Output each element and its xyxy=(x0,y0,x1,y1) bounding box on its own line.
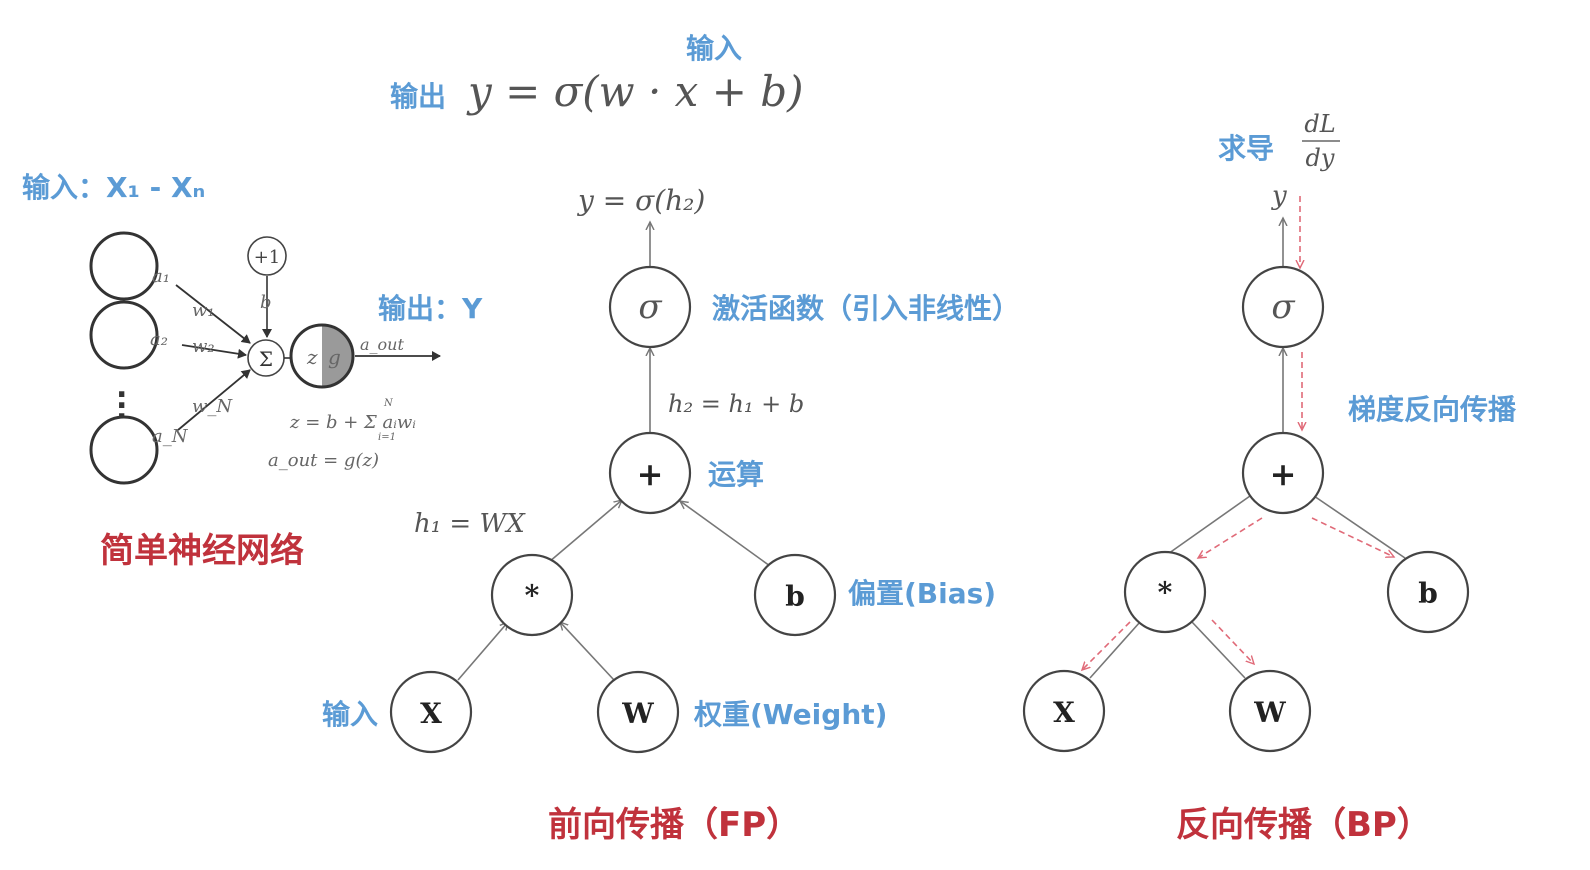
equation-z-sum-lower: i=1 xyxy=(378,432,396,443)
fp-output-formula: y = σ(h₂) xyxy=(576,184,705,217)
fp-b-node xyxy=(753,553,837,637)
weight-w2-label: w₂ xyxy=(192,336,215,357)
weight-edge-n xyxy=(177,369,251,431)
activation-g-label: g xyxy=(328,345,341,369)
bp-b-node xyxy=(1386,550,1470,634)
bp-x-node xyxy=(1022,669,1106,753)
fp-h2-formula: h₂ = h₁ + b xyxy=(668,390,804,418)
fp-bias-label: 偏置(Bias) xyxy=(848,577,996,610)
fp-operation-label: 运算 xyxy=(708,458,764,491)
bp-sigma-symbol: σ xyxy=(1271,287,1295,327)
weight-wn-label: w_N xyxy=(192,396,233,417)
fp-edge-w-mul xyxy=(560,622,615,681)
weight-edge-2 xyxy=(181,344,247,359)
fp-edge-mul-plus xyxy=(548,500,622,563)
fp-mul-node xyxy=(490,553,574,637)
fp-b-symbol: b xyxy=(785,580,805,613)
fp-w-symbol: W xyxy=(621,697,654,730)
bp-grad-mul-x xyxy=(1082,621,1131,670)
fp-plus-node xyxy=(608,431,692,515)
simple-nn-output-label: 输出：Y xyxy=(378,292,483,325)
bp-w-node xyxy=(1228,669,1312,753)
input-a1-label: a₁ xyxy=(152,266,170,287)
top-formula-expression: y = σ(w · x + b) xyxy=(466,67,804,116)
bp-derivative-numerator: dL xyxy=(1304,110,1335,138)
top-formula: 输入 输出 y = σ(w · x + b) xyxy=(390,32,804,116)
bias-node-label: +1 xyxy=(254,247,281,268)
fp-w-node xyxy=(596,670,680,754)
fp-weight-label: 权重(Weight) xyxy=(693,698,887,731)
bp-plus-symbol: + xyxy=(1270,455,1297,493)
bp-edge-w-mul xyxy=(1191,621,1246,679)
bp-plus-node xyxy=(1241,431,1325,515)
top-input-label: 输入 xyxy=(686,32,742,65)
weight-w1-label: w₁ xyxy=(192,300,215,321)
fp-mul-symbol: * xyxy=(525,579,540,612)
equation-z: z = b + Σ aᵢwᵢ xyxy=(289,412,416,433)
input-an-label: a_N xyxy=(152,426,189,447)
fp-x-symbol: X xyxy=(420,697,442,730)
bp-derivative-denominator: dy xyxy=(1306,144,1335,172)
equation-z-sum-upper: N xyxy=(383,398,394,409)
bp-derivative-label: 求导 xyxy=(1218,132,1274,165)
fp-x-node xyxy=(389,670,473,754)
fp-sigma-node xyxy=(608,265,692,349)
bp-mul-symbol: * xyxy=(1158,576,1173,609)
fp-caption: 前向传播（FP） xyxy=(548,805,800,845)
bias-node xyxy=(247,236,287,276)
bp-edge-b-plus xyxy=(1313,495,1406,559)
input-neuron-1 xyxy=(89,231,159,301)
bp-w-symbol: W xyxy=(1253,696,1286,729)
activation-z-label: z xyxy=(306,345,318,369)
bp-gradient-label: 梯度反向传播 xyxy=(1348,393,1517,426)
simple-nn-input-label: 输入：X₁ - Xₙ xyxy=(22,171,205,204)
backward-graph: 求导 dL dy y σ + * b X W 梯度反向传播 反向传播（BP） xyxy=(1022,110,1517,845)
bp-grad-plus-mul xyxy=(1198,517,1263,558)
bp-grad-plus-b xyxy=(1311,517,1394,557)
fp-input-label: 输入 xyxy=(322,698,378,731)
forward-graph: y = σ(h₂) σ + * b X W h₂ = h₁ + b h₁ = W… xyxy=(322,184,1020,845)
fp-plus-symbol: + xyxy=(637,455,664,493)
ellipsis-dot-1: . xyxy=(116,370,127,405)
bp-output-y: y xyxy=(1271,181,1287,211)
equation-out: a_out = g(z) xyxy=(268,450,379,471)
bp-mul-node xyxy=(1123,550,1207,634)
bias-weight-label: b xyxy=(260,292,272,313)
ellipsis-dot-3: . xyxy=(116,392,127,427)
sum-symbol: Σ xyxy=(259,347,273,371)
weight-edge-1 xyxy=(175,284,251,344)
bp-x-symbol: X xyxy=(1053,696,1075,729)
ellipsis-dot-2: . xyxy=(116,381,127,416)
input-neuron-n xyxy=(89,415,159,485)
fp-edge-x-mul xyxy=(457,622,508,681)
bp-grad-mul-w xyxy=(1211,619,1254,664)
fp-h1-formula: h₁ = WX xyxy=(414,509,526,539)
bp-caption: 反向传播（BP） xyxy=(1176,805,1431,845)
bp-edge-mul-plus xyxy=(1164,495,1251,557)
simple-nn: 输入：X₁ - Xₙ . . . a₁ a₂ a_N w₁ w₂ w_N +1 … xyxy=(22,171,483,571)
fp-edge-b-plus xyxy=(680,501,771,567)
simple-nn-caption: 简单神经网络 xyxy=(100,531,304,571)
input-neuron-2 xyxy=(89,300,159,370)
output-aout-label: a_out xyxy=(360,335,404,354)
input-a2-label: a₂ xyxy=(150,329,168,350)
bp-sigma-node xyxy=(1241,265,1325,349)
fp-activation-label: 激活函数（引入非线性） xyxy=(712,292,1020,325)
top-output-label: 输出 xyxy=(390,80,446,113)
fp-sigma-symbol: σ xyxy=(638,287,662,327)
bp-edge-x-mul xyxy=(1089,621,1141,679)
bp-b-symbol: b xyxy=(1418,577,1438,610)
activation-neuron xyxy=(289,323,355,389)
